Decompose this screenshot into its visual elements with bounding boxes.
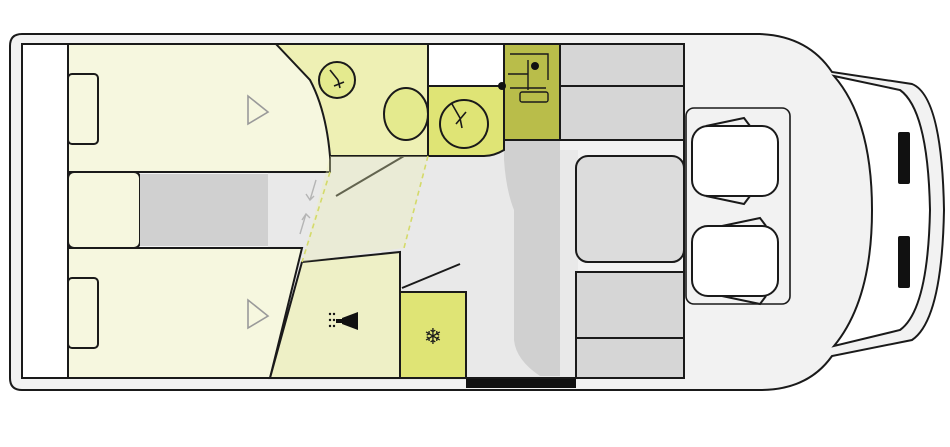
fridge <box>399 291 467 379</box>
kitchen-cabinet-top <box>427 43 505 87</box>
sink-icon <box>439 99 489 149</box>
bed-gap <box>140 174 268 246</box>
dashed-divider-1 <box>301 171 331 263</box>
seat-back-passenger <box>721 216 767 306</box>
bench-top-back <box>559 43 685 87</box>
hanger-icon <box>247 298 270 330</box>
burner-1 <box>531 62 539 70</box>
burner-2 <box>498 82 506 90</box>
arrow-down-icon <box>305 179 317 202</box>
seat-back-driver <box>705 116 751 206</box>
shower-icon <box>328 312 358 330</box>
faucet-bath <box>329 69 345 89</box>
dinette-table <box>575 155 685 263</box>
dashed-divider-2 <box>403 155 429 249</box>
headlight-bottom <box>898 236 910 288</box>
front-seat-driver <box>691 125 779 197</box>
fridge-door-swing <box>401 263 461 289</box>
floor-shadow <box>504 140 560 376</box>
bench-top-seat <box>559 85 685 141</box>
interior-wall <box>21 43 685 379</box>
entrance-door <box>466 378 576 388</box>
bath-door-swing <box>335 155 405 197</box>
rear-wall <box>21 43 69 379</box>
bed-step <box>67 171 141 249</box>
headlight-top <box>898 132 910 184</box>
bath-floor-hint <box>302 156 428 262</box>
snowflake-icon: ❄ <box>424 325 442 350</box>
bed-top <box>67 43 331 173</box>
pillow-bottom <box>67 277 99 349</box>
hanger-icon <box>247 94 270 126</box>
pillow-top <box>67 73 99 145</box>
faucet-kitchen <box>451 103 467 129</box>
stove-control <box>519 91 549 103</box>
bench-bottom-seat <box>575 271 685 339</box>
arrow-up-icon <box>299 212 311 235</box>
toilet-icon <box>383 87 429 141</box>
bed-bottom <box>67 247 304 379</box>
front-seat-passenger <box>691 225 779 297</box>
bench-bottom-back <box>575 337 685 379</box>
stove-burners <box>508 53 549 90</box>
